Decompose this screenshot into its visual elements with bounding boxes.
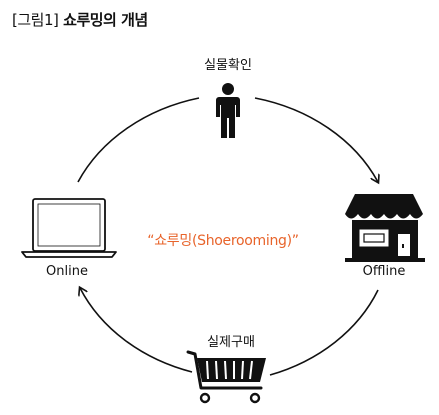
node-right-label: Offline <box>362 264 406 279</box>
person-icon <box>216 83 240 138</box>
shopping-cart-icon <box>186 350 266 404</box>
figure-tag: [그림1] <box>12 11 59 29</box>
node-bottom-label: 실제구매 <box>207 335 255 350</box>
arc-bottom-left <box>80 288 193 373</box>
center-concept-text: “쇼루밍(Shoerooming)” <box>147 233 299 249</box>
arc-top-left <box>77 97 200 183</box>
store-icon <box>345 194 425 262</box>
arc-top-right <box>254 97 378 182</box>
node-left-label: Online <box>46 264 88 279</box>
figure-main-title: 쇼루밍의 개념 <box>63 11 148 29</box>
figure-title: [그림1] 쇼루밍의 개념 <box>12 9 148 30</box>
laptop-icon <box>21 198 117 258</box>
arc-bottom-right <box>269 289 379 376</box>
node-top-label: 실물확인 <box>204 58 252 73</box>
